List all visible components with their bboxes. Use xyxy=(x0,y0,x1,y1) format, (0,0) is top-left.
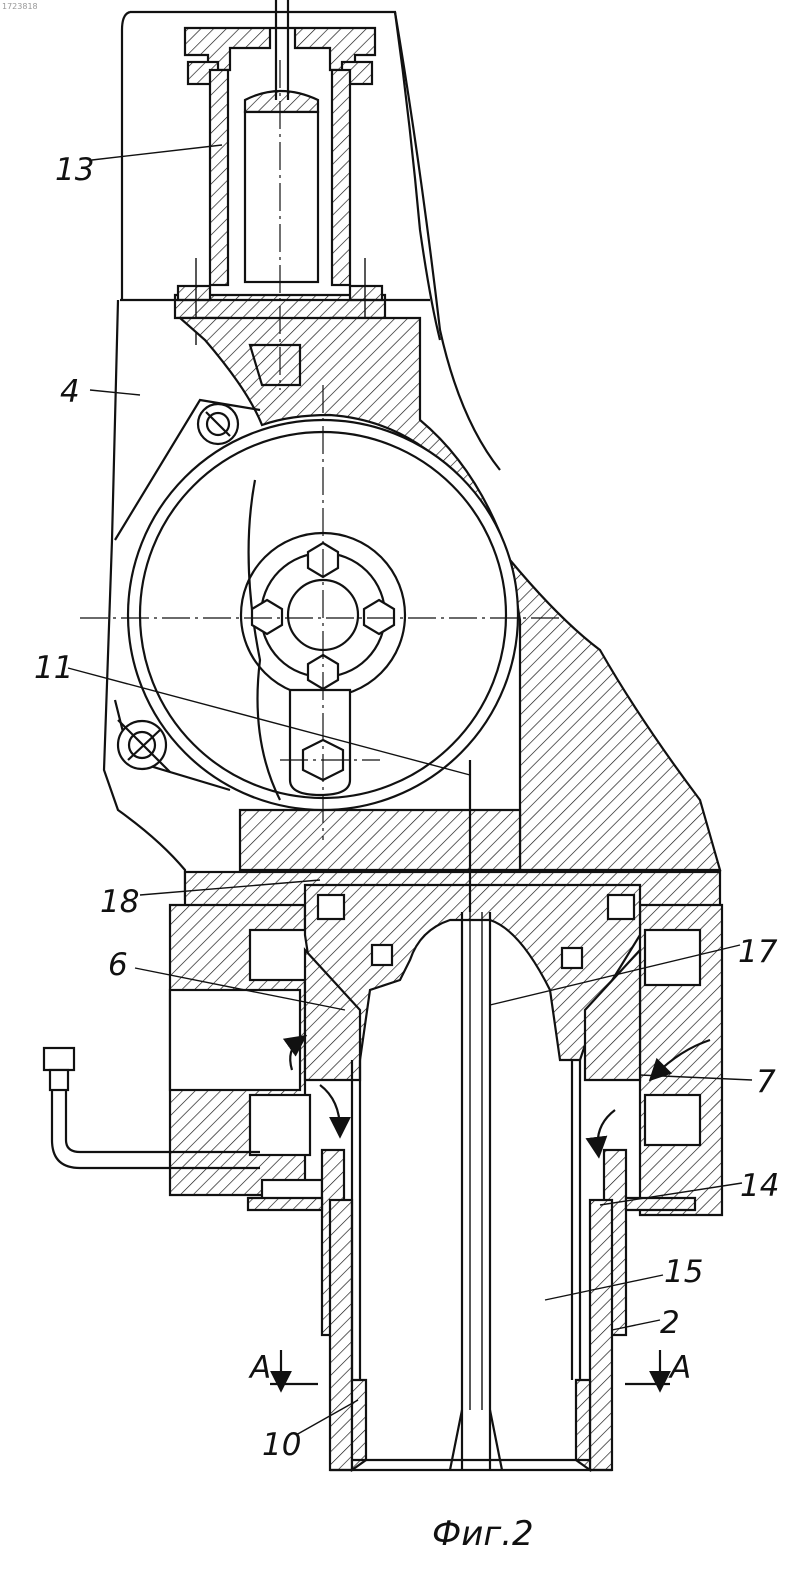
seal-right-mid xyxy=(562,948,582,968)
left-port-upper xyxy=(250,930,310,980)
label-7: 7 xyxy=(756,1064,776,1100)
label-2: 2 xyxy=(660,1305,680,1341)
hub-nut-right xyxy=(364,600,394,634)
flow-arrow-left-2 xyxy=(320,1085,340,1130)
label-17: 17 xyxy=(738,934,778,970)
label-6: 6 xyxy=(108,947,128,983)
seal-left-mid xyxy=(372,945,392,965)
label-11: 11 xyxy=(34,650,73,686)
label-13: 13 xyxy=(55,152,94,188)
central-cones xyxy=(305,885,640,1080)
figure-caption: Фиг.2 xyxy=(432,1514,534,1554)
fitting-body xyxy=(50,1070,68,1090)
motor-casing-left xyxy=(210,70,228,285)
bolt-head-right xyxy=(350,286,382,300)
label-14: 14 xyxy=(740,1168,779,1204)
bolt-head-left xyxy=(178,286,210,300)
corner-number: 1723818 xyxy=(2,2,38,11)
label-section-right: A xyxy=(668,1350,691,1386)
body-lower-beam xyxy=(240,810,520,870)
outer-tube-2-right xyxy=(590,1200,612,1470)
motor-rotor xyxy=(245,112,318,282)
left-flange xyxy=(248,1198,322,1210)
right-port-lower xyxy=(645,1095,700,1145)
tube-assembly xyxy=(248,1060,695,1470)
label-4: 4 xyxy=(60,374,80,410)
seal-left-top xyxy=(318,895,344,919)
motor-rotor-cap xyxy=(245,91,318,112)
label-15: 15 xyxy=(664,1254,703,1290)
leader-13 xyxy=(92,145,222,160)
hub-nut-left xyxy=(252,600,282,634)
flow-arrow-right-2 xyxy=(598,1110,615,1150)
sleeve-10-left xyxy=(352,1380,366,1470)
seal-right-top xyxy=(608,895,634,919)
label-10: 10 xyxy=(262,1427,301,1463)
label-section-left: A xyxy=(248,1350,271,1386)
label-18: 18 xyxy=(100,884,139,920)
sleeve-10-right xyxy=(576,1380,590,1470)
fitting-nut xyxy=(44,1048,74,1070)
left-port-lower xyxy=(250,1095,310,1155)
right-port-upper xyxy=(645,930,700,985)
motor-casing-right xyxy=(332,70,350,285)
outer-tube-2-left xyxy=(330,1200,352,1470)
left-channel xyxy=(170,990,300,1090)
